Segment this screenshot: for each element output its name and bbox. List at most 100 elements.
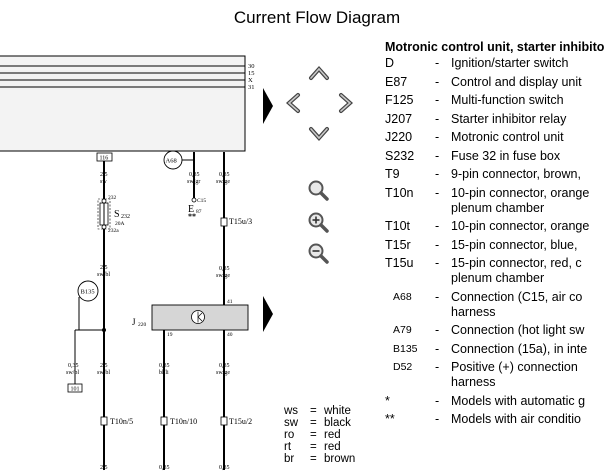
rail-label-15: 15 bbox=[248, 70, 255, 77]
zoom-fit-button[interactable] bbox=[306, 178, 332, 204]
svg-text:sw/ge: sw/ge bbox=[216, 273, 230, 279]
color-row: ws=white bbox=[284, 405, 351, 417]
legend-code: S232 bbox=[385, 148, 415, 163]
expand-bottom-arrow[interactable] bbox=[263, 296, 273, 332]
legend-dash: - bbox=[435, 341, 440, 356]
svg-text:0,35: 0,35 bbox=[159, 465, 170, 471]
svg-text:0,35: 0,35 bbox=[219, 465, 230, 471]
legend-description: 9-pin connector, brown, bbox=[451, 167, 581, 181]
wiring-diagram: 30 15 X 31 116 2,5 sw 232 232a S 232 20A… bbox=[0, 55, 255, 471]
legend-description: Motronic control unit bbox=[451, 130, 564, 144]
legend-dash: - bbox=[435, 148, 440, 163]
legend-dash: - bbox=[435, 360, 440, 374]
zoom-out-button[interactable] bbox=[306, 241, 332, 267]
zoom-in-button[interactable] bbox=[306, 210, 332, 236]
legend-item: ** -Models with air conditio bbox=[385, 412, 605, 427]
legend-dash: - bbox=[435, 111, 440, 126]
legend-dash: - bbox=[435, 74, 440, 89]
legend-dash: - bbox=[435, 93, 440, 107]
legend-item: J220-Motronic control unit bbox=[385, 130, 605, 145]
legend-description: Models with automatic g bbox=[451, 393, 586, 408]
legend-description: 15-pin connector, blue, bbox=[451, 237, 578, 252]
legend-description: 10-pin connector, orange bbox=[451, 219, 590, 233]
legend-item: E87-Control and display unit bbox=[385, 75, 605, 90]
legend-code: T9 bbox=[385, 167, 400, 181]
svg-text:2,5: 2,5 bbox=[100, 265, 108, 271]
svg-text:S: S bbox=[114, 209, 120, 220]
legend-code: T15u bbox=[385, 256, 414, 270]
legend-code: T15r bbox=[385, 237, 411, 252]
svg-text:41: 41 bbox=[227, 299, 233, 305]
legend-item: B135-Connection (15a), in inte bbox=[385, 342, 605, 357]
legend-code: A79 bbox=[393, 324, 412, 336]
color-row: br=brown bbox=[284, 453, 356, 465]
legend-description: Models with air conditio bbox=[451, 412, 581, 426]
legend-dash: - bbox=[435, 130, 440, 144]
legend-dash: - bbox=[435, 289, 440, 304]
svg-text:sw/bl: sw/bl bbox=[66, 370, 79, 376]
zoom-out-icon bbox=[308, 243, 329, 264]
legend-item: *-Models with automatic g bbox=[385, 394, 605, 409]
pan-down-button[interactable] bbox=[306, 121, 332, 147]
legend-title: Motronic control unit, starter inhibitor bbox=[385, 40, 605, 54]
svg-text:0,35: 0,35 bbox=[68, 363, 79, 369]
svg-text:0,35: 0,35 bbox=[219, 363, 230, 369]
svg-text:0,35: 0,35 bbox=[189, 172, 200, 178]
svg-text:T15u/2: T15u/2 bbox=[229, 417, 252, 426]
legend-dash: - bbox=[435, 393, 440, 408]
legend-description: Multi-function switch bbox=[451, 93, 564, 107]
svg-text:232: 232 bbox=[108, 195, 117, 201]
svg-text:101: 101 bbox=[71, 387, 80, 393]
svg-text:2,5: 2,5 bbox=[100, 363, 108, 369]
legend-item: J207-Starter inhibitor relay bbox=[385, 112, 605, 127]
legend-dash: - bbox=[435, 219, 440, 233]
legend-item: D-Ignition/starter switch bbox=[385, 56, 605, 71]
legend-code: B135 bbox=[393, 342, 418, 355]
svg-text:20A: 20A bbox=[115, 221, 125, 227]
chevron-right-icon bbox=[339, 93, 354, 113]
color-row: ro=red bbox=[284, 429, 341, 441]
chevron-down-icon bbox=[309, 127, 329, 142]
legend-code: T10t bbox=[385, 219, 411, 233]
legend-item: T10t -10-pin connector, orange bbox=[385, 219, 605, 234]
legend-item: T15r-15-pin connector, blue, bbox=[385, 238, 605, 253]
svg-text:0,35: 0,35 bbox=[219, 172, 230, 178]
svg-text:E: E bbox=[188, 204, 194, 215]
legend-description: Starter inhibitor relay bbox=[451, 111, 567, 126]
pan-up-button[interactable] bbox=[306, 60, 332, 86]
svg-text:87: 87 bbox=[196, 209, 202, 215]
legend-code: T10n bbox=[385, 185, 414, 200]
legend-dash: - bbox=[435, 412, 440, 426]
pan-left-button[interactable] bbox=[280, 90, 306, 116]
chevron-left-icon bbox=[285, 93, 300, 113]
svg-text:2,5: 2,5 bbox=[100, 465, 108, 471]
legend-item: T9-9-pin connector, brown, bbox=[385, 167, 605, 182]
svg-text:sw/bl: sw/bl bbox=[97, 272, 110, 278]
magnifier-icon bbox=[308, 180, 329, 201]
legend-code: ** bbox=[385, 412, 395, 426]
legend-dash: - bbox=[435, 323, 440, 337]
svg-text:T10n/10: T10n/10 bbox=[170, 417, 197, 426]
legend-dash: - bbox=[435, 256, 440, 270]
pan-right-button[interactable] bbox=[333, 90, 359, 116]
wire-color-key: ws=white sw=black ro=red rt=red br=brown bbox=[284, 405, 355, 465]
legend-code: A68 bbox=[393, 290, 412, 303]
legend-dash: - bbox=[435, 185, 440, 200]
relay-panel bbox=[0, 55, 246, 152]
svg-text:2,5: 2,5 bbox=[100, 172, 108, 178]
color-row: rt=red bbox=[284, 441, 341, 453]
svg-text:C15: C15 bbox=[197, 198, 206, 204]
svg-text:J: J bbox=[132, 317, 136, 327]
expand-top-arrow[interactable] bbox=[263, 88, 273, 124]
page-title: Current Flow Diagram bbox=[233, 8, 401, 27]
svg-text:sw/gr: sw/gr bbox=[187, 179, 200, 185]
legend-description: Control and display unit bbox=[451, 74, 582, 89]
svg-text:19: 19 bbox=[167, 332, 173, 338]
rail-label-x: X bbox=[248, 77, 253, 84]
legend-code: D bbox=[385, 56, 395, 70]
legend-code: F125 bbox=[385, 93, 414, 107]
legend-item: F125 -Multi-function switch bbox=[385, 93, 605, 108]
